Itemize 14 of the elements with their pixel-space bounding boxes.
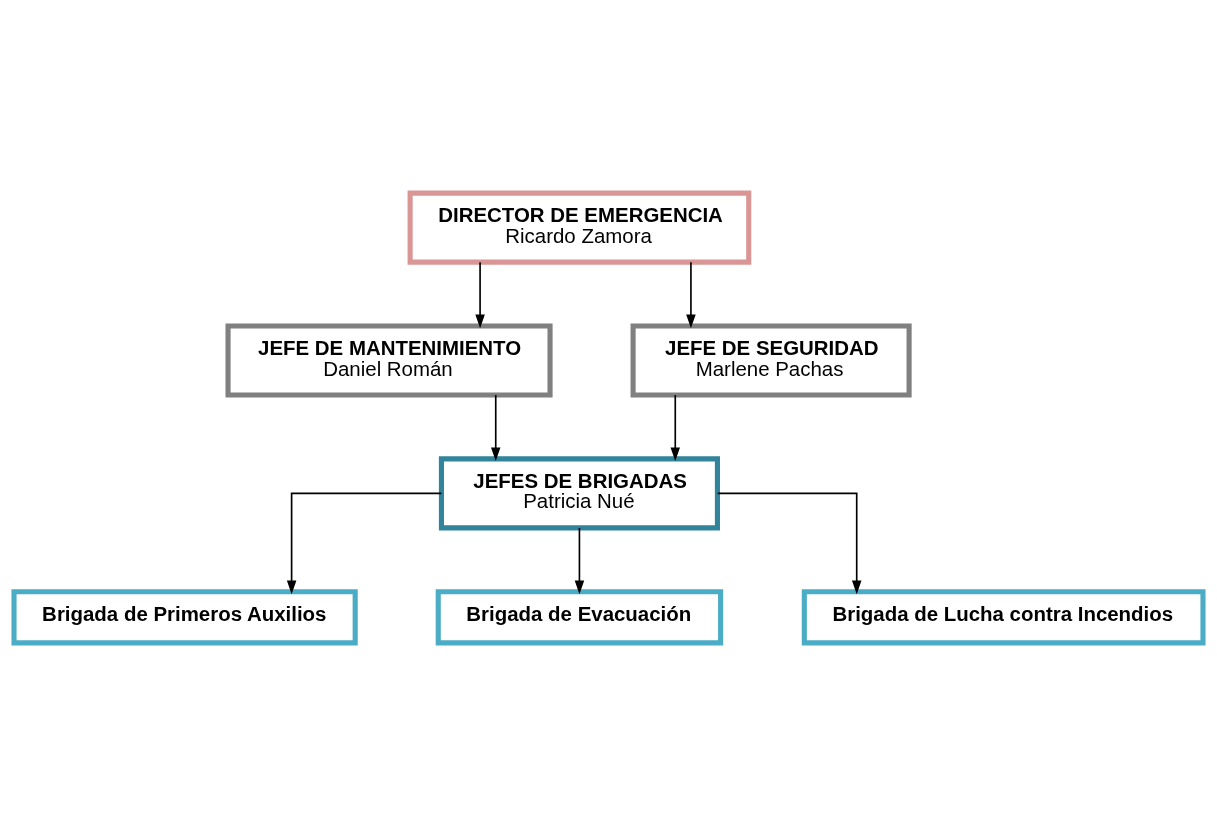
arrow (716, 492, 862, 594)
node-box: JEFE DE MANTENIMIENTO Daniel Román (225, 322, 553, 398)
node-box: Brigada de Primeros Auxilios (11, 588, 358, 645)
arrow (670, 393, 680, 461)
arrow (491, 393, 501, 461)
node-box: Brigada de Evacuación (435, 588, 724, 645)
node-box: Brigada de Lucha contra Incendios (801, 588, 1206, 645)
arrow (686, 260, 696, 328)
arrow (574, 526, 585, 594)
arrow (475, 260, 485, 328)
node-box: JEFE DE SEGURIDAD Marlene Pachas (630, 322, 912, 398)
node-box: DIRECTOR DE EMERGENCIA Ricardo Zamora (407, 190, 752, 265)
node-box: JEFES DE BRIGADAS Patricia Nué (438, 455, 720, 530)
arrow (286, 492, 443, 594)
